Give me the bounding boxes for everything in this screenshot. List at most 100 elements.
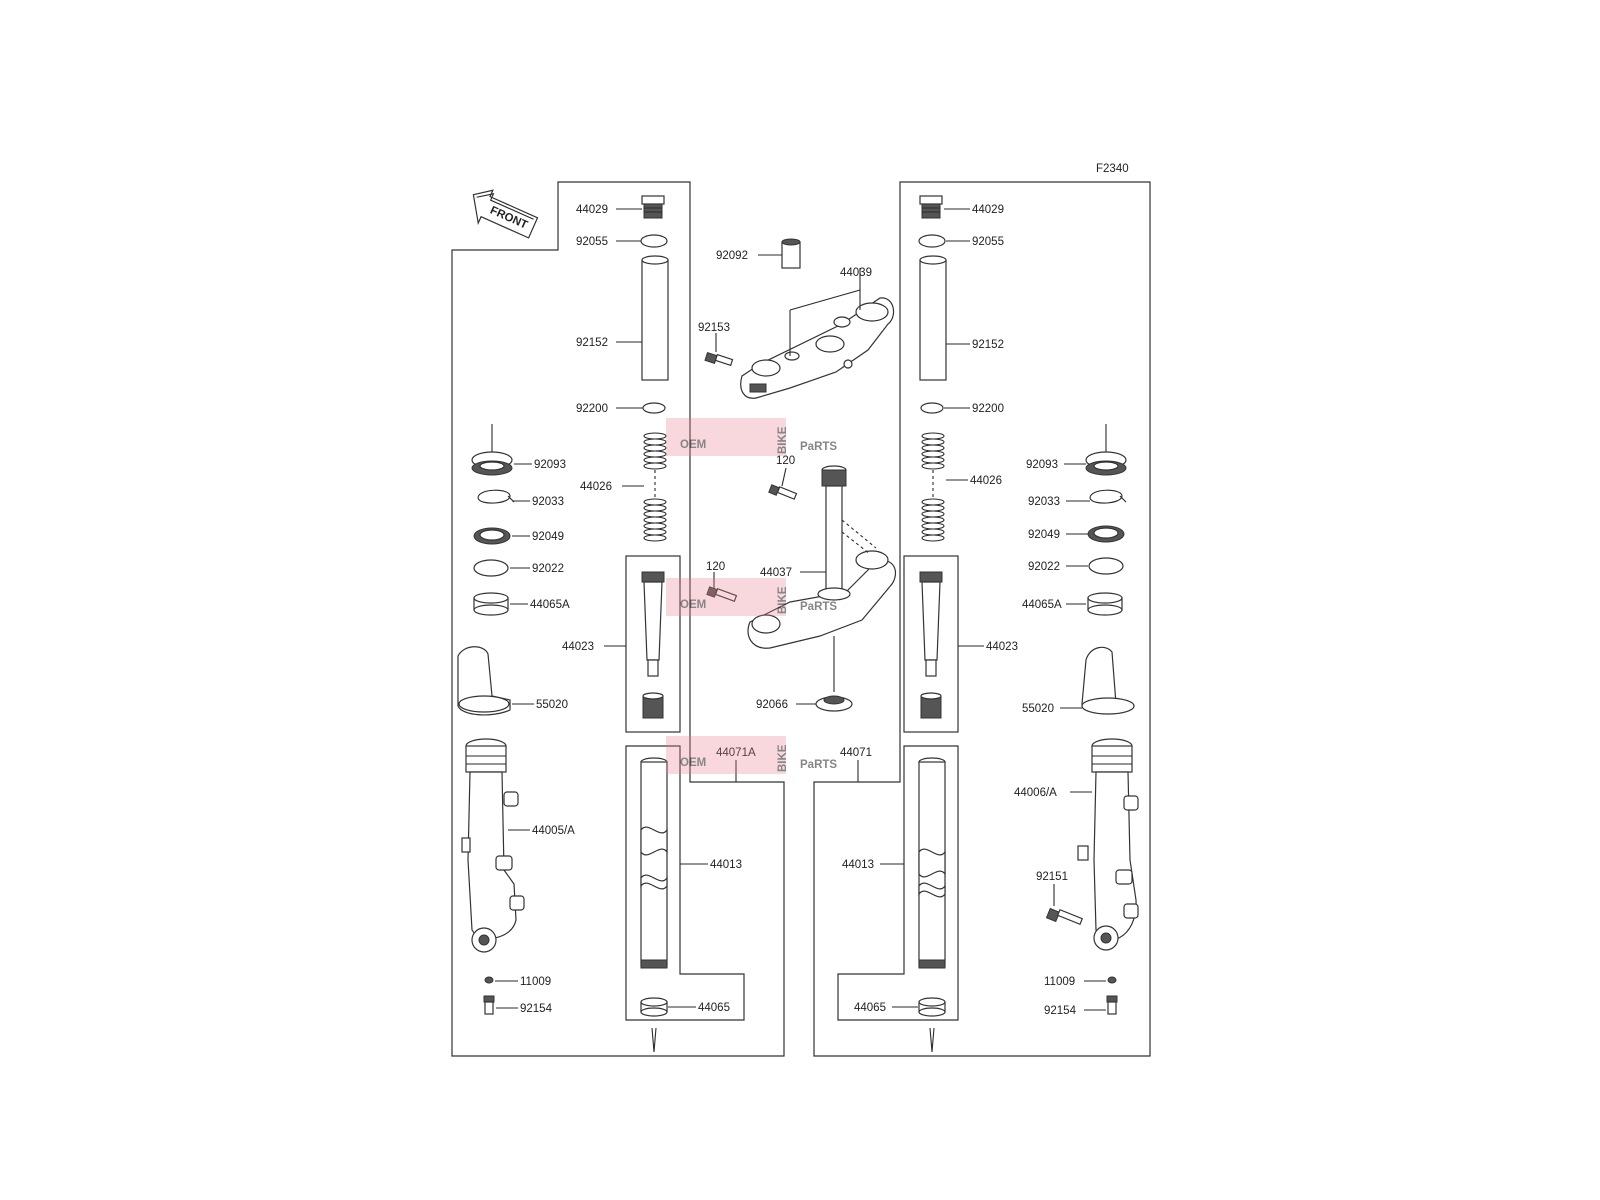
label-92153: 92153 [698,322,730,334]
diagram-frames [451,181,1151,1057]
label-92093-left: 92093 [534,459,566,471]
right-fork: 44029 92055 92152 92200 [842,195,1139,1053]
stop-ring-icon [477,489,515,504]
upper-bracket-icon [740,297,895,399]
svg-text:OEM: OEM [680,757,706,769]
stem-bolt-icon [768,484,798,500]
cap-bolt-right-icon [919,195,943,219]
svg-text:BIKE: BIKE [777,426,789,454]
watermark-3: OEM BIKE PaRTS [666,736,837,774]
axle-bolt-right-icon [1045,907,1084,926]
bolt-right-icon [1106,995,1118,1015]
spacer-pipe-right-icon [919,255,947,381]
outer-tube-right-icon [1077,738,1139,951]
label-92200-right: 92200 [972,403,1004,415]
upper-bolt-icon [704,352,734,367]
washer-right-icon [920,402,944,414]
fork-guard-right-icon [1081,646,1135,715]
cylinder-icon [641,571,665,719]
label-44006A-right: 44006/A [1014,787,1057,799]
stem-nut-icon [815,636,853,712]
bolt-icon [483,995,495,1015]
gasket-right-icon [1107,976,1117,984]
label-120-upper: 120 [776,455,795,467]
label-92152-right: 92152 [972,339,1004,351]
outer-tube-icon [461,738,525,953]
figure-id: F2340 [1096,163,1129,175]
svg-text:OEM: OEM [680,599,706,611]
cylinder-right-icon [919,571,943,719]
label-92049-left: 92049 [532,531,564,543]
inner-bushing-right-icon [918,997,946,1017]
washer-icon [642,402,666,414]
label-92200-left: 92200 [576,403,608,415]
label-44013-left: 44013 [710,859,742,871]
label-55020-left: 55020 [536,699,568,711]
gasket-icon [484,976,494,984]
label-44029-right: 44029 [972,204,1004,216]
label-92033-right: 92033 [1028,496,1060,508]
spring-right-icon [921,432,945,542]
label-44023-right: 44023 [986,641,1018,653]
inner-tube-icon [640,757,668,969]
label-92154-right: 92154 [1044,1005,1077,1017]
svg-text:BIKE: BIKE [777,744,789,772]
bushing-icon [473,592,509,616]
label-92093-right: 92093 [1026,459,1058,471]
label-44005A-left: 44005/A [532,825,575,837]
label-92151-right: 92151 [1036,871,1068,883]
label-44026-right: 44026 [970,475,1002,487]
label-44029-left: 44029 [576,204,608,216]
label-55020-right: 55020 [1022,703,1054,715]
o-ring-right-icon [918,234,946,248]
spring-icon [643,432,667,542]
label-92154-left: 92154 [520,1003,553,1015]
steering-stem-icon [747,465,897,649]
fork-guard-icon [457,646,511,716]
label-92152-left: 92152 [576,337,608,349]
svg-text:PaRTS: PaRTS [800,441,837,453]
collar-icon [781,238,801,269]
label-44065A-left: 44065A [530,599,570,611]
label-44039: 44039 [840,267,872,279]
svg-text:BIKE: BIKE [777,586,789,614]
steering-center: 92092 44039 92153 120 [698,238,897,759]
label-44026-left: 44026 [580,481,612,493]
label-92033-left: 92033 [532,496,564,508]
o-ring-icon [640,234,668,248]
label-92055-left: 92055 [576,236,608,248]
label-44065-left: 44065 [698,1002,730,1014]
label-11009-right: 11009 [1044,976,1075,988]
front-arrow-icon: FRONT [472,189,539,239]
label-11009-left: 11009 [520,976,551,988]
inner-bushing-icon [640,997,668,1017]
label-120-lower: 120 [706,561,725,573]
label-44065-right: 44065 [854,1002,886,1014]
label-92049-right: 92049 [1028,529,1060,541]
svg-text:PaRTS: PaRTS [800,601,837,613]
label-92055-right: 92055 [972,236,1004,248]
label-44065A-right: 44065A [1022,599,1062,611]
label-92022-right: 92022 [1028,561,1060,573]
label-44037: 44037 [760,567,792,579]
washer-ring-right-icon [1088,557,1124,575]
spacer-pipe-icon [641,255,669,381]
label-92022-left: 92022 [532,563,564,575]
oil-seal-icon [473,527,511,545]
bushing-right-icon [1087,592,1123,616]
svg-text:OEM: OEM [680,439,706,451]
label-92092: 92092 [716,250,748,262]
label-92066: 92066 [756,699,788,711]
inner-tube-right-icon [918,757,946,969]
oil-seal-right-icon [1087,525,1125,543]
washer-ring-icon [473,559,509,577]
watermark-2: OEM BIKE PaRTS [666,578,837,616]
left-fork: 44029 92055 92152 92200 [457,195,756,1053]
cap-bolt-icon [641,195,665,219]
label-44023-left: 44023 [562,641,594,653]
svg-text:PaRTS: PaRTS [800,759,837,771]
watermark: OEM BIKE PaRTS OEM BIKE PaRTS OEM BIKE P… [666,418,837,774]
dust-seal-right-icon [1085,424,1127,476]
label-44071: 44071 [840,747,872,759]
